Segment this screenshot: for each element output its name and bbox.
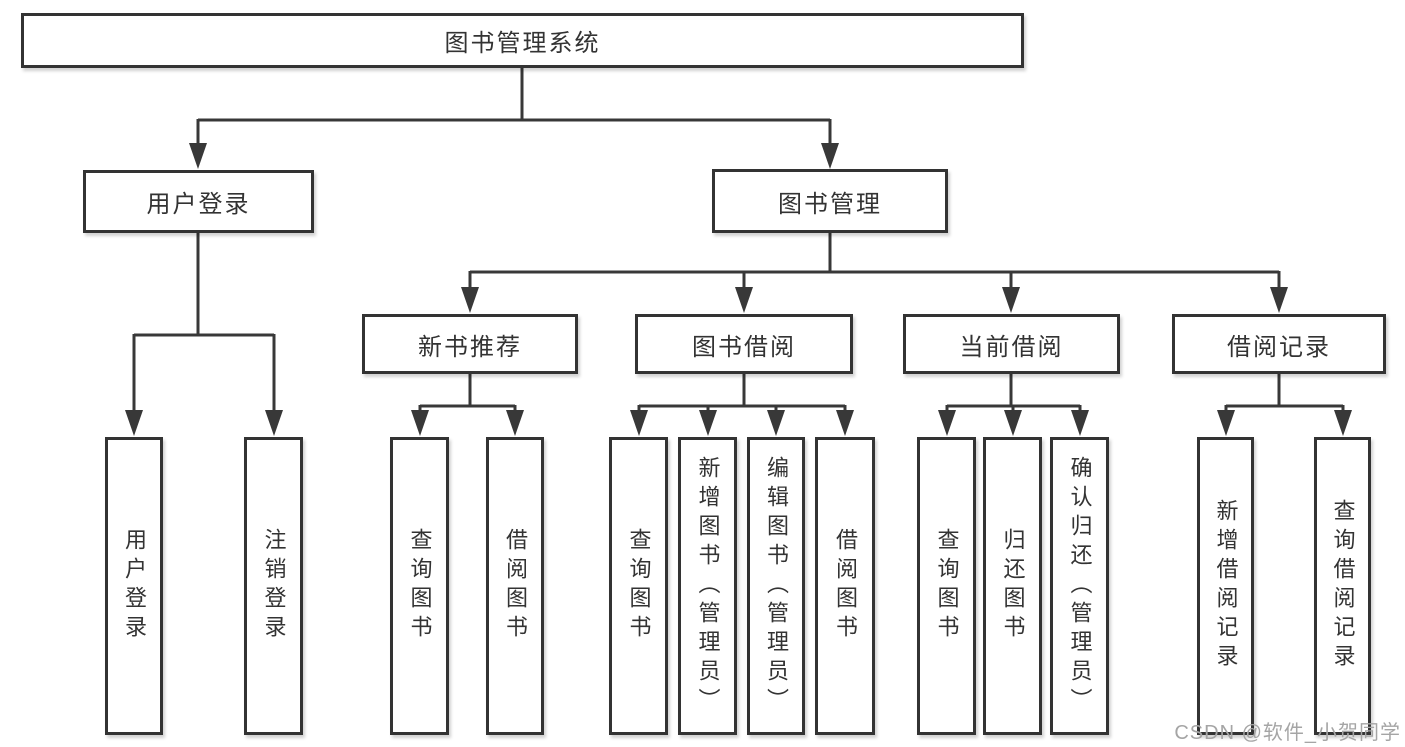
tree-leaf-node: 借阅图书: [486, 437, 544, 735]
tree-leaf-node: 注销登录: [244, 437, 303, 735]
tree-leaf-node: 确认归还（管理员）: [1050, 437, 1109, 735]
node-root: 图书管理系统: [21, 13, 1024, 68]
tree-leaf-node: 查询图书: [390, 437, 449, 735]
tree-leaf-node: 查询借阅记录: [1314, 437, 1371, 735]
tree-leaf-node: 编辑图书（管理员）: [747, 437, 805, 735]
node-book-management: 图书管理: [712, 169, 948, 233]
node-borrowing-records: 借阅记录: [1172, 314, 1386, 374]
tree-leaf-node: 借阅图书: [815, 437, 875, 735]
node-book-borrowing: 图书借阅: [635, 314, 853, 374]
tree-leaf-node: 用户登录: [105, 437, 163, 735]
node-user-login: 用户登录: [83, 170, 314, 233]
tree-leaf-node: 新增图书（管理员）: [678, 437, 737, 735]
tree-leaf-node: 新增借阅记录: [1197, 437, 1254, 735]
watermark: CSDN @软件_小贺同学: [1174, 722, 1401, 744]
tree-leaf-node: 归还图书: [983, 437, 1042, 735]
tree-leaf-node: 查询图书: [917, 437, 976, 735]
node-current-borrowing: 当前借阅: [903, 314, 1120, 374]
node-new-book-recommend: 新书推荐: [362, 314, 578, 374]
tree-leaf-node: 查询图书: [609, 437, 668, 735]
